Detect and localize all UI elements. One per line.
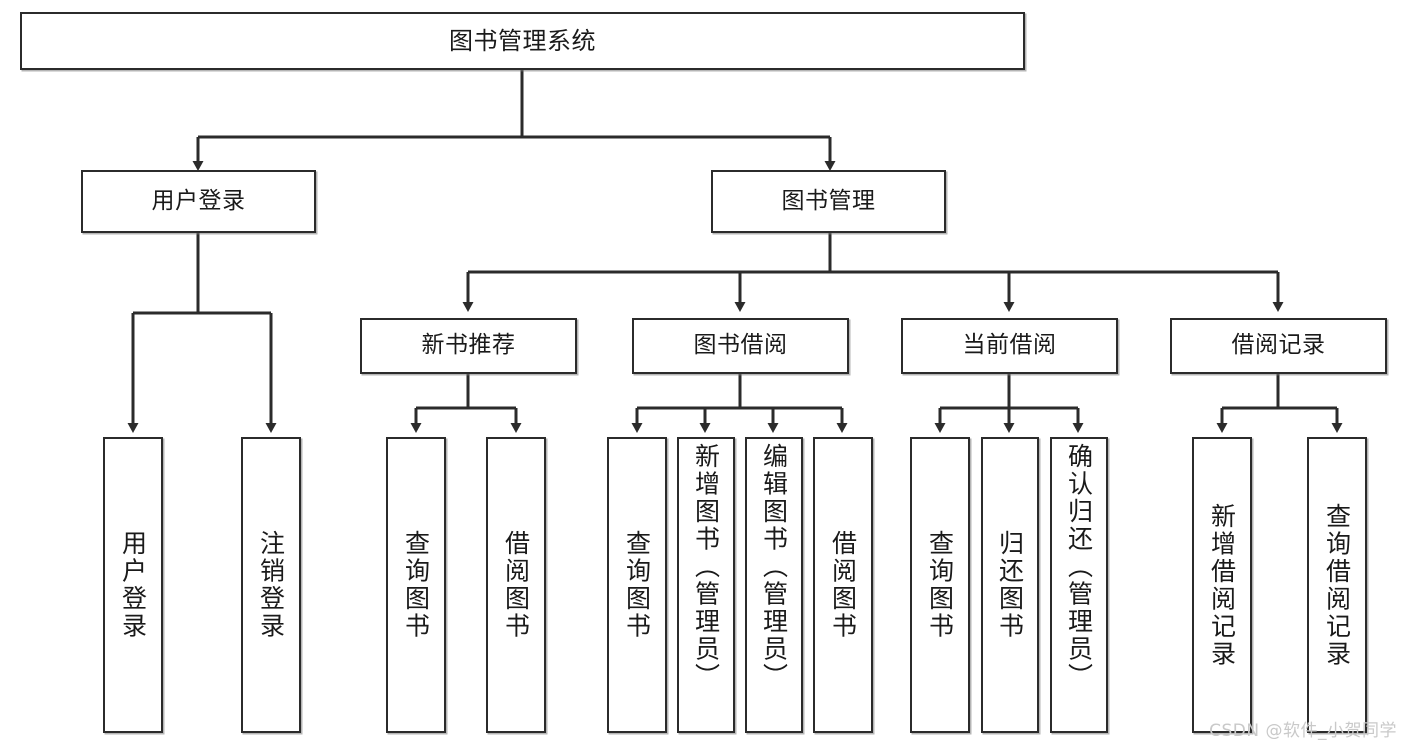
node-label: 确认归还（管理员） bbox=[1064, 443, 1094, 691]
leaf-query-book-current[interactable]: 查询图书 bbox=[910, 437, 970, 733]
node-label: 查询图书 bbox=[401, 530, 431, 640]
node-label: 用户登录 bbox=[118, 530, 148, 640]
node-label: 图书借阅 bbox=[693, 332, 788, 359]
node-label: 编辑图书（管理员） bbox=[759, 443, 789, 691]
node-label: 当前借阅 bbox=[962, 332, 1057, 359]
node-label: 图书管理 bbox=[781, 187, 876, 214]
leaf-add-borrow-record[interactable]: 新增借阅记录 bbox=[1192, 437, 1252, 733]
node-book-borrow[interactable]: 图书借阅 bbox=[632, 318, 849, 374]
node-label: 注销登录 bbox=[256, 530, 286, 640]
node-label: 归还图书 bbox=[995, 530, 1025, 640]
leaf-query-book-borrow[interactable]: 查询图书 bbox=[607, 437, 667, 733]
node-label: 新书推荐 bbox=[421, 332, 516, 359]
node-root-system[interactable]: 图书管理系统 bbox=[20, 12, 1025, 70]
leaf-query-borrow-record[interactable]: 查询借阅记录 bbox=[1307, 437, 1367, 733]
node-current-borrow[interactable]: 当前借阅 bbox=[901, 318, 1118, 374]
node-book-management[interactable]: 图书管理 bbox=[711, 170, 946, 233]
node-label: 查询图书 bbox=[925, 530, 955, 640]
node-label: 新增图书（管理员） bbox=[691, 443, 721, 691]
leaf-borrow-book[interactable]: 借阅图书 bbox=[813, 437, 873, 733]
leaf-add-book-admin[interactable]: 新增图书（管理员） bbox=[677, 437, 735, 733]
node-label: 查询图书 bbox=[622, 530, 652, 640]
node-label: 图书管理系统 bbox=[449, 26, 596, 55]
node-label: 借阅图书 bbox=[501, 530, 531, 640]
leaf-borrow-book-new[interactable]: 借阅图书 bbox=[486, 437, 546, 733]
leaf-confirm-return-admin[interactable]: 确认归还（管理员） bbox=[1050, 437, 1108, 733]
leaf-user-login[interactable]: 用户登录 bbox=[103, 437, 163, 733]
leaf-edit-book-admin[interactable]: 编辑图书（管理员） bbox=[745, 437, 803, 733]
node-label: 查询借阅记录 bbox=[1322, 502, 1352, 668]
leaf-return-book[interactable]: 归还图书 bbox=[981, 437, 1039, 733]
csdn-watermark: CSDN @软件_小贺同学 bbox=[1209, 721, 1397, 741]
node-borrow-record[interactable]: 借阅记录 bbox=[1170, 318, 1387, 374]
node-label: 用户登录 bbox=[151, 187, 246, 214]
node-new-book-recommend[interactable]: 新书推荐 bbox=[360, 318, 577, 374]
node-label: 借阅图书 bbox=[828, 530, 858, 640]
leaf-logout[interactable]: 注销登录 bbox=[241, 437, 301, 733]
leaf-query-book-new[interactable]: 查询图书 bbox=[386, 437, 446, 733]
node-user-login[interactable]: 用户登录 bbox=[81, 170, 316, 233]
node-label: 新增借阅记录 bbox=[1207, 502, 1237, 668]
node-label: 借阅记录 bbox=[1231, 332, 1326, 359]
